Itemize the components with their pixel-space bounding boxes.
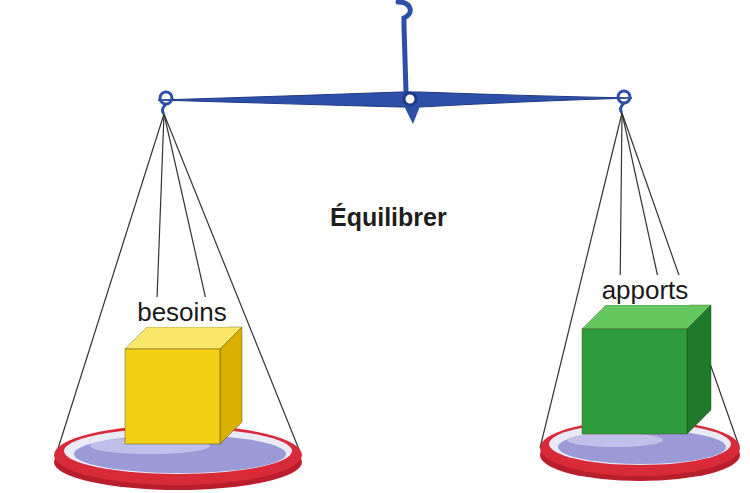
hook [620,103,624,113]
cube-label: besoins [112,298,252,327]
pivot [404,93,416,105]
cube-box: besoins [112,298,252,446]
beam [158,92,632,107]
ring [618,91,630,103]
pointer [404,106,420,124]
cube-label-text: besoins [135,297,229,327]
strings [56,113,739,484]
cube [578,303,717,436]
cube-label: apports [575,276,715,305]
cube [121,325,248,446]
hook [398,2,410,92]
cube-label-text: apports [600,275,691,305]
hook [162,104,166,114]
cube-box: apports [575,276,715,436]
ring [160,92,172,104]
title-label: Équilibrer [330,203,447,232]
